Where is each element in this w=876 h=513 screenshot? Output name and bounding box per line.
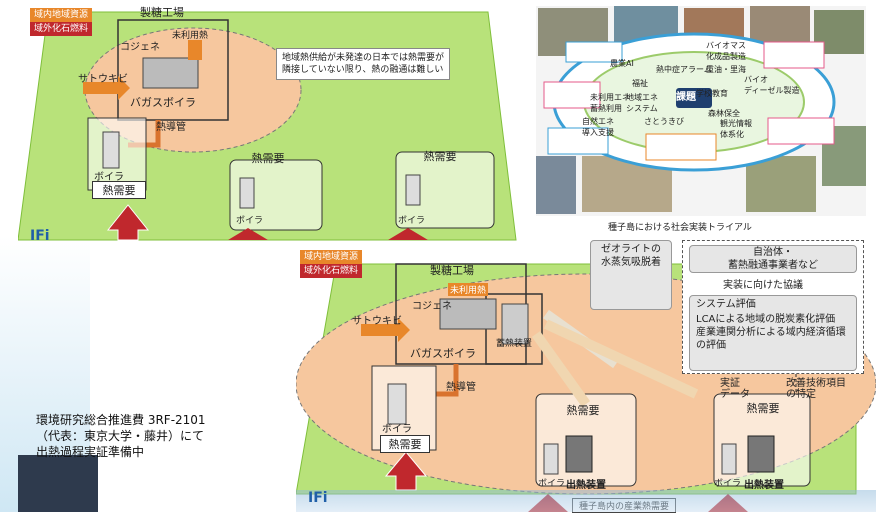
- collage-label-5: 学校教育: [696, 88, 728, 99]
- zeolite-label: ゼオライトの 水蒸気吸脱着: [591, 241, 671, 269]
- collage-label-10: 観光情報 体系化: [720, 118, 752, 140]
- collage-label-0: 農業AI: [610, 58, 634, 69]
- logo-2: IFi: [308, 490, 328, 506]
- agreement-label: 実装に向けた協議: [723, 279, 803, 292]
- system-eval-title: システム評価: [690, 296, 856, 313]
- stakeholders-box: 自治体・ 蓄熱融通事業者など: [689, 245, 857, 273]
- collage-label-1: 熱中症アラーム: [656, 64, 712, 75]
- system-eval-box: システム評価 LCAによる地域の脱炭素化評価 産業連関分析による域内経済循環の評…: [689, 295, 857, 371]
- slide1-legend: 域内地域資源 域外化石燃料: [30, 8, 92, 36]
- heat-demand-3: 熱需要: [410, 148, 470, 164]
- collage-label-8: さとうきび: [644, 116, 684, 127]
- collage-label-3: 福祉: [632, 78, 648, 89]
- sugarcane-label: サトウキビ: [78, 70, 128, 85]
- legend-fossil: 域外化石燃料: [30, 22, 92, 36]
- heat-demand2-3: 熱需要: [728, 400, 798, 416]
- stakeholder-panel: 自治体・ 蓄熱融通事業者など 実装に向けた協議 システム評価 LCAによる地域の…: [682, 240, 864, 374]
- slide1-diagram: [18, 0, 518, 250]
- unused-heat2-label: 未利用熱: [448, 283, 488, 296]
- photo-collage: [536, 6, 866, 216]
- collage-label-7: 自然エネ 導入支援: [582, 116, 614, 138]
- sugarcane2-label: サトウキビ: [352, 312, 402, 327]
- factory2-label: 製糖工場: [430, 262, 474, 278]
- bagasse-boiler-label: バガスボイラ: [130, 94, 196, 110]
- boiler2-label-3: ボイラ: [714, 476, 741, 489]
- legend2-local: 域内地域資源: [300, 250, 362, 264]
- issue-center-label: 課題: [676, 88, 696, 103]
- legend2-fossil: 域外化石燃料: [300, 264, 362, 278]
- collage-label-4: 地域エネ システム: [626, 92, 658, 114]
- legend-local: 域内地域資源: [30, 8, 92, 22]
- boiler-label-2: ボイラ: [236, 213, 263, 226]
- system-eval-item-1: 産業連関分析による域内経済循環の評価: [690, 326, 856, 352]
- heat-pipe2-label: 熱導管: [446, 378, 476, 393]
- proof-data-label: 実証 データ: [720, 378, 750, 400]
- bottom-band: [296, 490, 876, 512]
- zeolite-photo-box: ゼオライトの 水蒸気吸脱着: [590, 240, 672, 310]
- collage-caption: 種子島における社会実装トライアル: [608, 220, 752, 233]
- collage-label-12: バイオマス 化成品製造: [706, 40, 746, 62]
- heat-demand2-2: 熱需要: [548, 402, 618, 418]
- logo-1: IFi: [30, 228, 50, 244]
- factory-label: 製糖工場: [140, 4, 184, 20]
- bagasse-boiler2-label: バガスボイラ: [410, 345, 476, 361]
- release-label-2: 出熱装置: [744, 476, 784, 491]
- system-eval-item-0: LCAによる地域の脱炭素化評価: [690, 313, 856, 326]
- collage-label-9: 未利用エネ 蓄熱利用: [590, 92, 630, 114]
- improve-label: 改善技術項目 の特定: [786, 378, 846, 400]
- slide1-callout: 地域熱供給が未発達の日本では熱需要が 隣接していない限り、熱の融通は難しい: [276, 48, 450, 80]
- boiler2-label-2: ボイラ: [538, 476, 565, 489]
- collage-label-2: 重油・里海: [706, 64, 746, 75]
- release-label-1: 出熱装置: [566, 476, 606, 491]
- boiler-label-3: ボイラ: [398, 213, 425, 226]
- heat-pipe-label: 熱導管: [156, 118, 186, 133]
- heat-demand-2: 熱需要: [238, 150, 298, 166]
- cogen-label: コジェネ: [120, 38, 160, 53]
- boiler2-label: ボイラ: [382, 420, 412, 435]
- storage-label: 蓄熱装置: [496, 336, 532, 349]
- dark-corner-block: [18, 455, 98, 512]
- collage-label-11: バイオ ディーゼル製造: [744, 74, 799, 96]
- heat-demand2-1: 熱需要: [380, 435, 430, 453]
- cogen2-label: コジェネ: [412, 297, 452, 312]
- slide2-legend: 域内地域資源 域外化石燃料: [300, 250, 362, 278]
- project-note: 環境研究総合推進費 3RF-2101 （代表：東京大学・藤井）にて 出熱過程実証…: [36, 412, 206, 460]
- unused-heat-label: 未利用熱: [172, 28, 208, 41]
- heat-demand-1: 熱需要: [92, 181, 146, 199]
